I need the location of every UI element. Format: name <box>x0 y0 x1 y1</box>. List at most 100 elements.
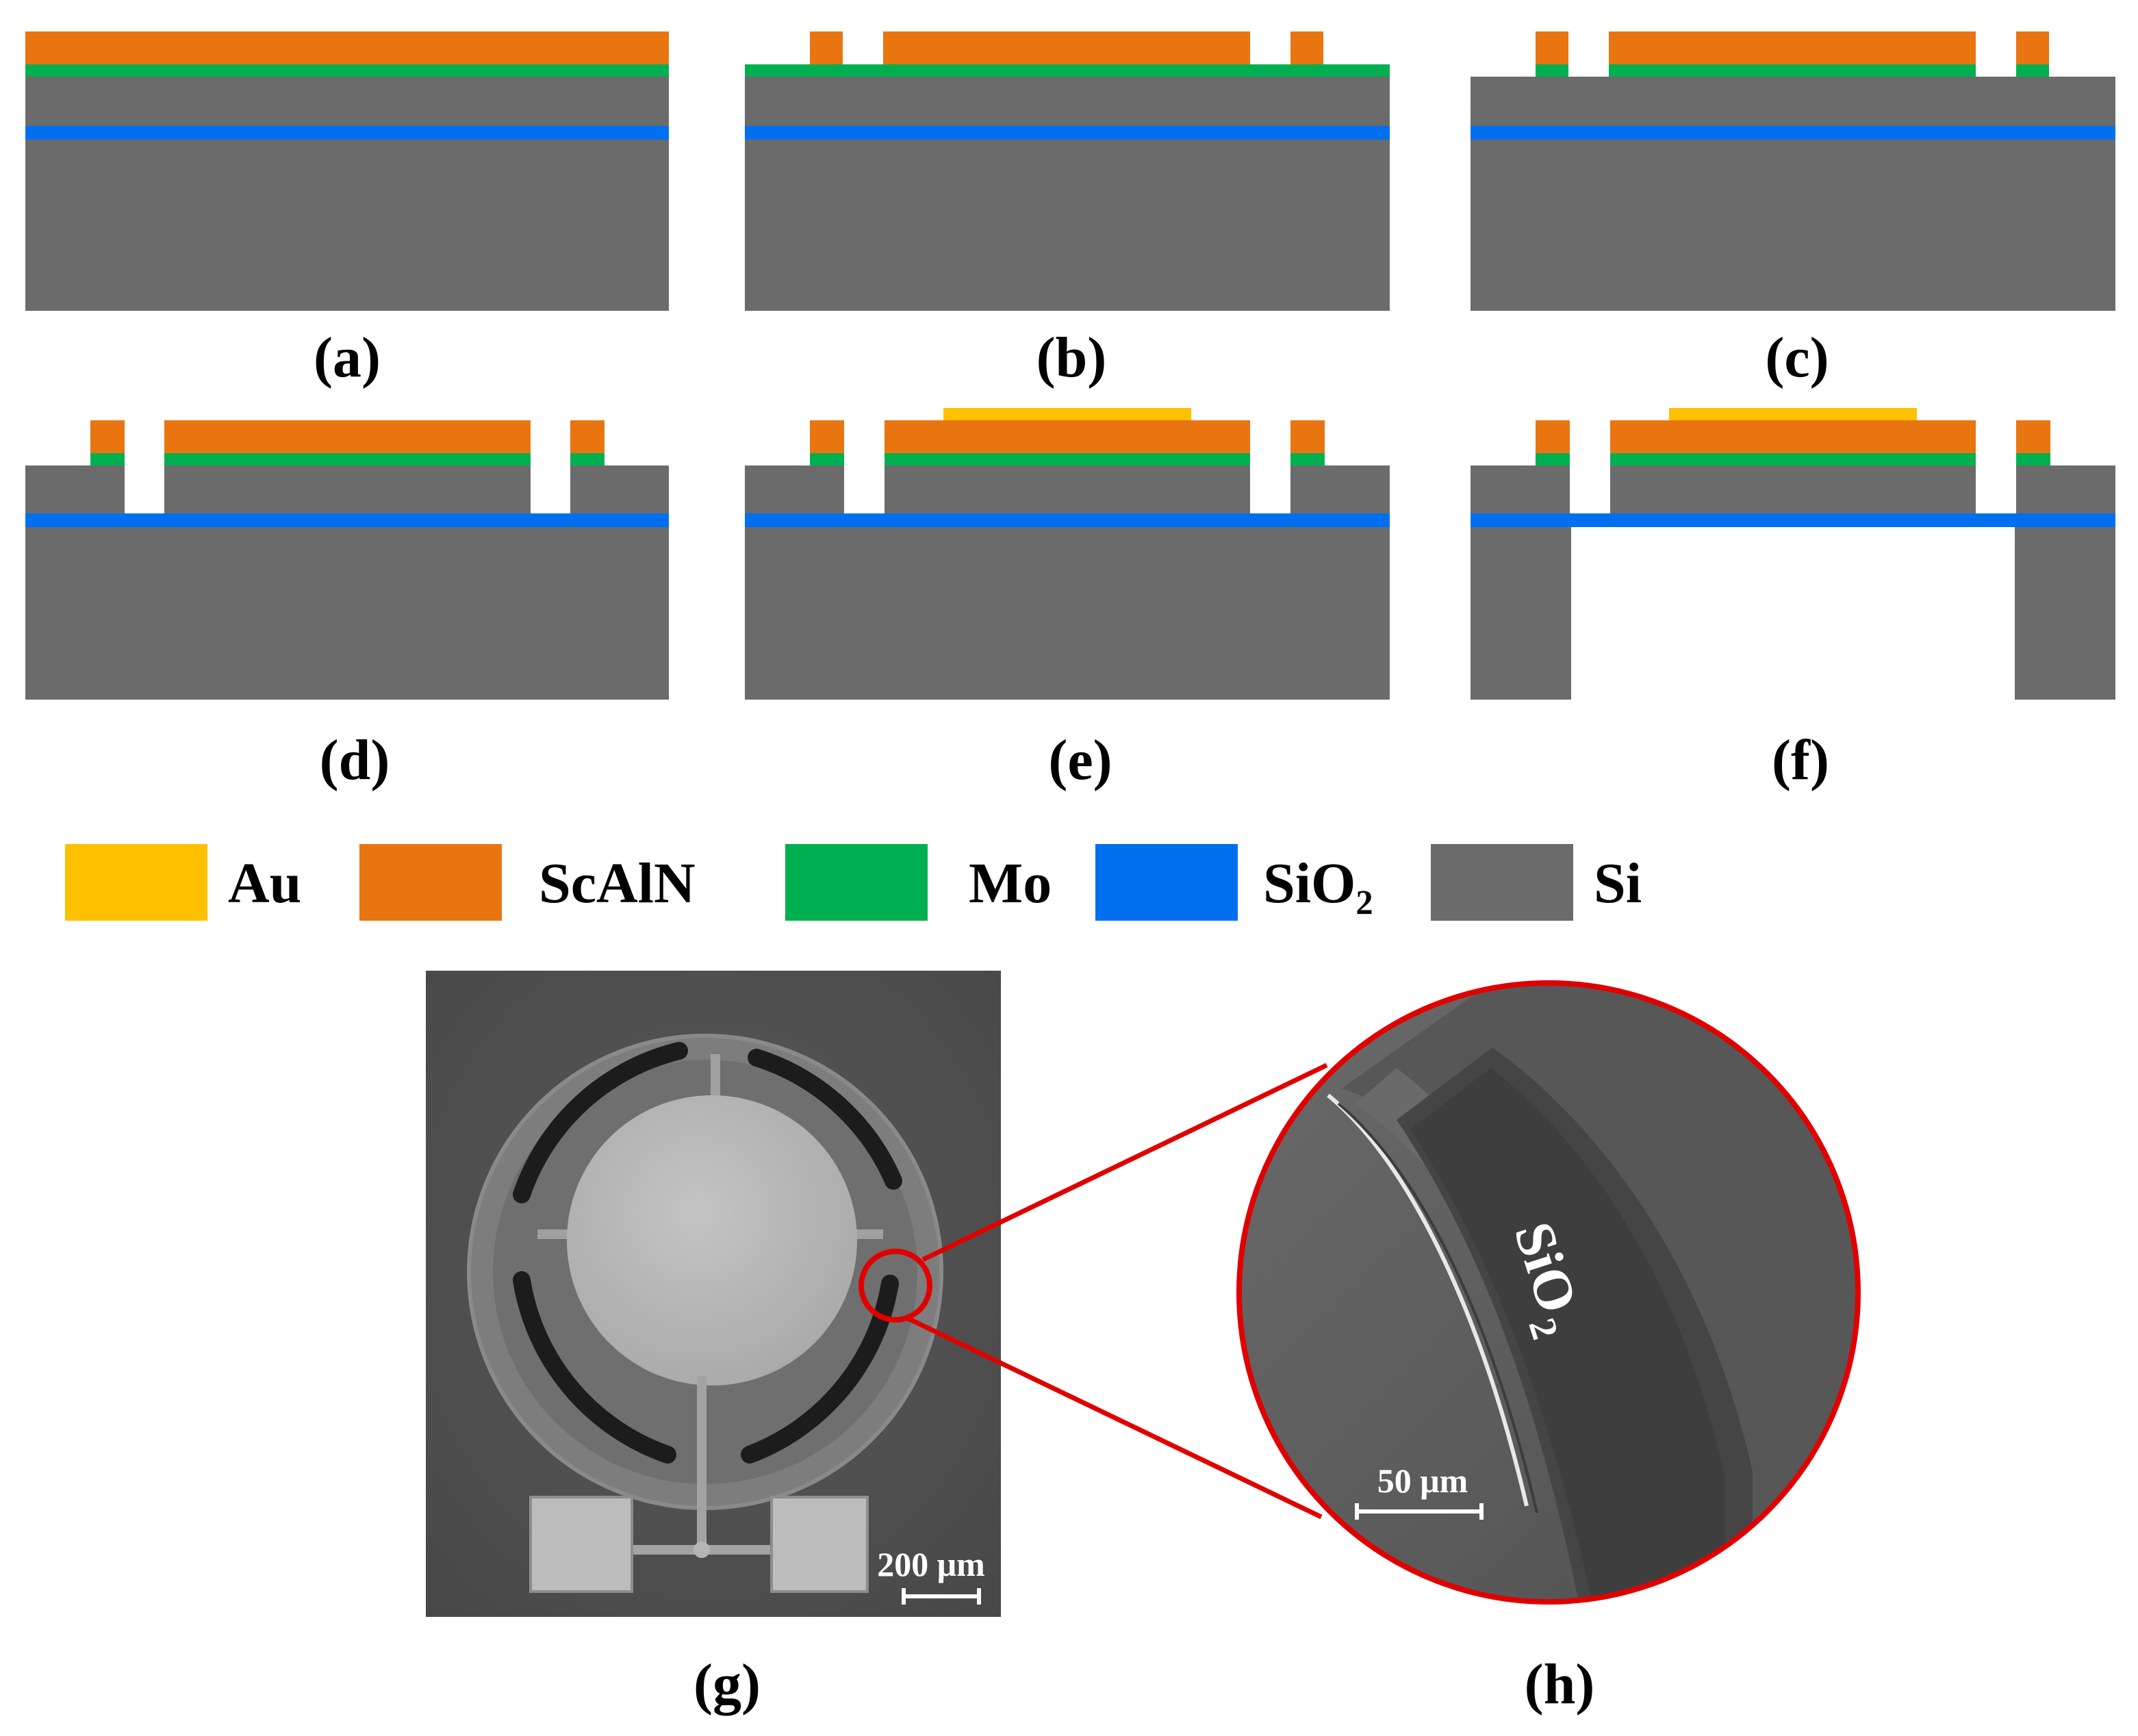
legend-label-au: Au <box>228 852 301 915</box>
si-device-left <box>745 465 844 513</box>
si-substrate <box>1471 77 2115 311</box>
mo-pad-right <box>570 453 605 465</box>
caption-d: (d) <box>320 728 390 792</box>
legend-label-mo: Mo <box>969 852 1052 915</box>
panel-c <box>1471 31 2115 311</box>
mo-layer <box>745 64 1390 77</box>
slot-top-left <box>513 1042 688 1203</box>
legend-swatch-au <box>65 844 207 921</box>
caption-b: (b) <box>1036 326 1107 390</box>
legend-label-scaln: ScAlN <box>539 852 696 915</box>
mo-pad-left <box>1536 64 1568 77</box>
sio2-layer <box>1471 513 2115 527</box>
si-substrate <box>25 77 669 311</box>
via-dot <box>693 1542 710 1558</box>
resonator-disc <box>567 1095 857 1386</box>
sio2-layer <box>25 513 669 527</box>
mo-pad-center <box>1610 453 1976 465</box>
si-device-left <box>1471 465 1570 513</box>
si-substrate-right <box>2015 527 2115 700</box>
panel-f <box>1471 408 2115 700</box>
caption-f: (f) <box>1772 728 1829 792</box>
scaln-pad-left <box>810 31 843 64</box>
si-device-right <box>570 465 669 513</box>
legend-swatch-mo <box>785 844 928 921</box>
scaln-pad-right <box>1290 420 1325 453</box>
scale-bar-label-g: 200 μm <box>877 1545 985 1583</box>
mo-pad-right <box>2016 64 2049 77</box>
panel-h-zoom-image: SiO 2 50 μm <box>1236 980 1861 1605</box>
scaln-pad-left <box>810 420 844 453</box>
edge-shadow <box>1337 1102 1538 1514</box>
au-electrode <box>943 408 1191 420</box>
tether-top <box>711 1054 720 1102</box>
scaln-pad-center <box>164 420 531 453</box>
si-device-center <box>1610 465 1976 513</box>
legend-label-sio2: SiO₂ <box>1263 852 1373 915</box>
legend-swatch-si <box>1431 844 1573 921</box>
mo-pad-right <box>2016 453 2050 465</box>
si-substrate <box>745 77 1390 311</box>
legend-swatch-scaln <box>359 844 502 921</box>
sio2-layer <box>1471 126 2115 140</box>
scaln-pad-right <box>570 420 605 453</box>
slot-top-right <box>748 1049 902 1190</box>
caption-c: (c) <box>1765 326 1829 390</box>
panel-g-sem-image: 200 μm <box>426 971 1001 1617</box>
panel-d <box>25 420 669 700</box>
legend-label-si: Si <box>1594 852 1642 915</box>
caption-e: (e) <box>1048 728 1112 792</box>
zoom-region-marker <box>858 1249 932 1323</box>
sio2-membrane <box>1410 1068 1725 1602</box>
scaln-pad-left <box>90 420 125 453</box>
bond-pad-left <box>529 1496 633 1593</box>
zoom-connector-bottom <box>904 1314 1323 1520</box>
si-substrate-bottom <box>25 527 669 700</box>
scaln-pad-right <box>2016 31 2049 64</box>
caption-h: (h) <box>1525 1652 1595 1716</box>
scaln-layer <box>25 31 669 64</box>
zoom-connector-top <box>921 1062 1328 1262</box>
si-substrate-left <box>1471 527 1571 700</box>
legend-swatch-sio2 <box>1095 844 1238 921</box>
sio2-layer <box>25 126 669 140</box>
mo-layer <box>25 64 669 77</box>
si-device-center <box>885 465 1250 513</box>
scaln-pad-right <box>2016 420 2050 453</box>
si-device-left <box>25 465 125 513</box>
caption-g: (g) <box>693 1652 761 1716</box>
mo-pad-right <box>1290 453 1325 465</box>
mo-pad-center <box>1609 64 1976 77</box>
slot-bottom-left <box>513 1271 676 1464</box>
mo-pad-center <box>885 453 1250 465</box>
scaln-pad-center <box>883 31 1250 64</box>
panel-b <box>745 31 1390 311</box>
au-electrode <box>1669 408 1917 420</box>
scaln-pad-center <box>1609 31 1976 64</box>
scaln-pad-center <box>885 420 1250 453</box>
scaln-pad-center <box>1610 420 1976 453</box>
scaln-pad-left <box>1536 420 1570 453</box>
legend: Au ScAlN Mo SiO₂ Si <box>65 844 1642 921</box>
mo-pad-left <box>810 453 844 465</box>
sio2-layer <box>745 126 1390 140</box>
scale-bar-label-h: 50 μm <box>1377 1461 1468 1500</box>
zoom-border <box>1236 980 1861 1605</box>
edge-highlight <box>1327 1093 1529 1507</box>
bond-pad-right <box>770 1496 869 1593</box>
si-substrate-bottom <box>745 527 1390 700</box>
panel-e <box>745 408 1390 700</box>
mo-pad-left <box>1536 453 1570 465</box>
caption-a: (a) <box>314 326 381 390</box>
si-device-right <box>2016 465 2115 513</box>
mo-pad-left <box>90 453 125 465</box>
scaln-pad-left <box>1536 31 1568 64</box>
scaln-pad-right <box>1290 31 1323 64</box>
sio2-layer <box>745 513 1390 527</box>
signal-trace <box>697 1376 707 1550</box>
si-device-center <box>164 465 531 513</box>
si-device-right <box>1290 465 1390 513</box>
mo-pad-center <box>164 453 531 465</box>
